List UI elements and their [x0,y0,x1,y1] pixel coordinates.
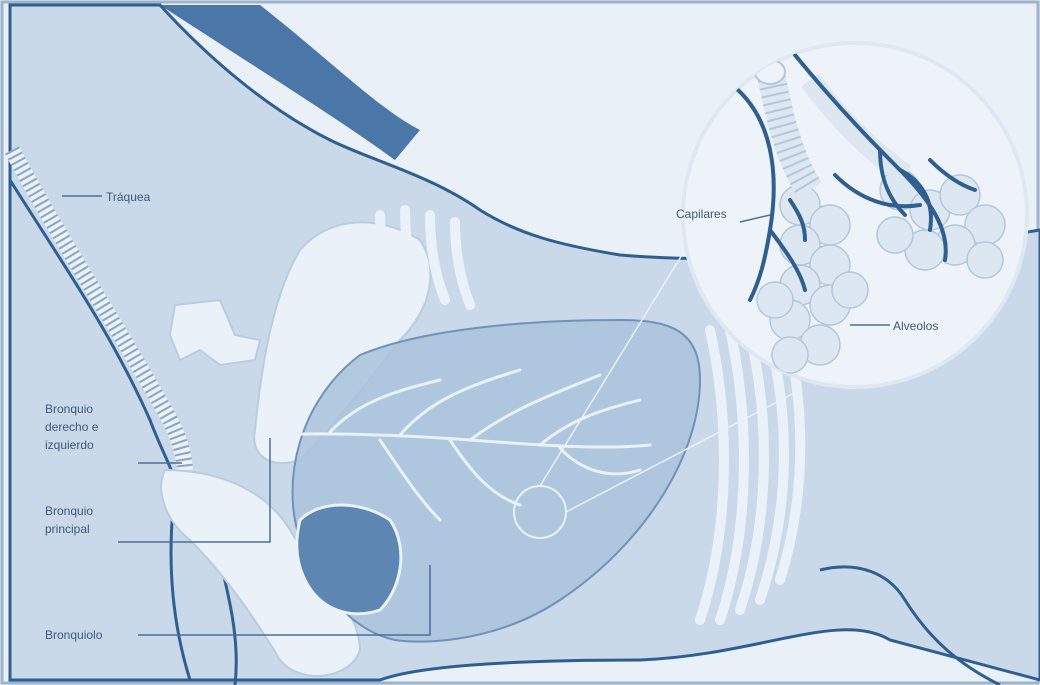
label-capilares: Capilares [676,205,727,223]
label-bronquio-line2: derecho e [45,418,98,436]
label-bronquiolo: Bronquiolo [45,626,102,644]
magnified-view [683,43,1027,387]
label-bronquio-line1: Bronquio [45,400,98,418]
label-bronquio-derecho-izquierdo: Bronquio derecho e izquierdo [45,400,98,454]
label-alveolos: Alveolos [893,317,938,335]
label-bronquio-principal: Bronquio principal [45,502,93,538]
label-bronquio-principal-line1: Bronquio [45,502,93,520]
label-bronquio-line3: izquierdo [45,436,98,454]
label-bronquio-principal-line2: principal [45,520,93,538]
label-traquea: Tráquea [106,188,150,206]
